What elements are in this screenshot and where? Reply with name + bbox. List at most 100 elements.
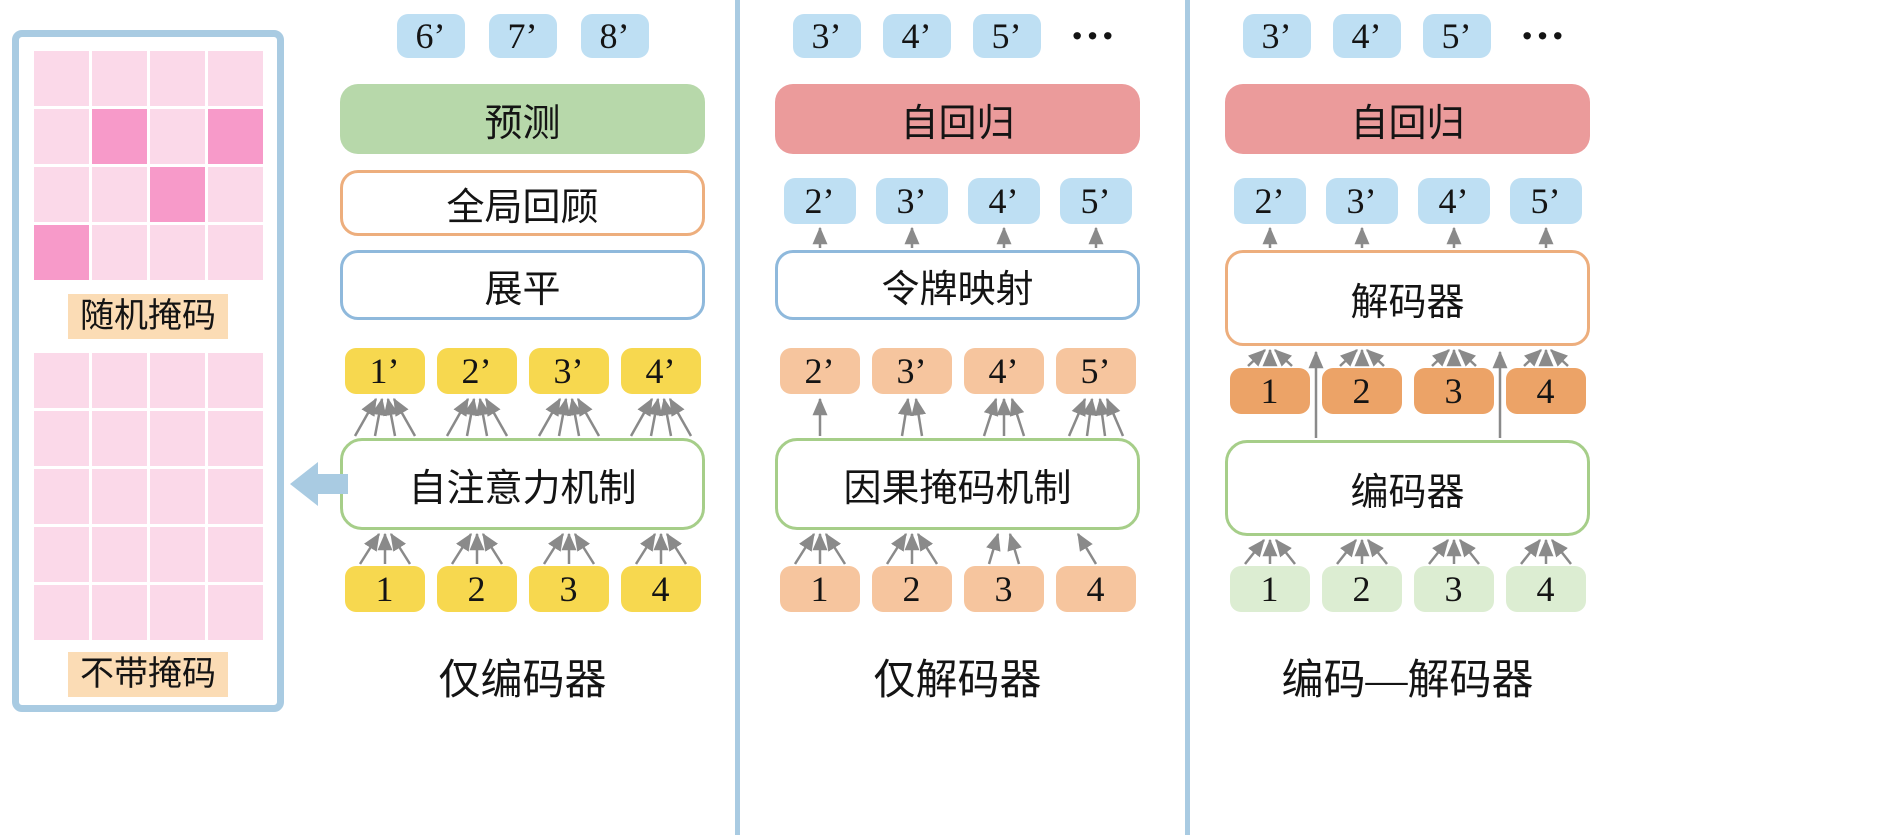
token: 3’ xyxy=(871,348,952,394)
token: 5’ xyxy=(1422,14,1491,58)
token: 2’ xyxy=(436,348,517,394)
grid-cell xyxy=(91,167,147,222)
global-review-box: 全局回顾 xyxy=(340,170,705,236)
token: 2 xyxy=(871,566,952,612)
grid-cell xyxy=(149,167,205,222)
shifted-token-row: 2’ 3’ 4’ 5’ xyxy=(1225,178,1590,224)
autoregressive-box: 自回归 xyxy=(1225,84,1590,154)
grid-cell xyxy=(149,469,205,525)
token: 3’ xyxy=(528,348,609,394)
grid-cell xyxy=(207,167,263,222)
column-caption: 仅解码器 xyxy=(873,658,1042,704)
random-mask-label: 随机掩码 xyxy=(68,294,228,340)
grid-cell xyxy=(91,585,147,641)
token: 5’ xyxy=(1055,348,1136,394)
grid-cell xyxy=(207,109,263,164)
grid-cell xyxy=(91,527,147,583)
token: 4 xyxy=(1055,566,1136,612)
token: 1 xyxy=(1229,566,1310,612)
token: 3 xyxy=(1413,566,1494,612)
token: 3 xyxy=(963,566,1044,612)
grid-cell xyxy=(33,585,89,641)
token: 2 xyxy=(1321,368,1402,414)
token: 2’ xyxy=(779,348,860,394)
grid-cell xyxy=(91,411,147,467)
grid-cell xyxy=(33,411,89,467)
autoregressive-box: 自回归 xyxy=(775,84,1140,154)
decoder-output-token-row: 2’ 3’ 4’ 5’ xyxy=(775,348,1140,394)
grid-cell xyxy=(33,167,89,222)
token: 5’ xyxy=(1059,178,1132,224)
causal-mask-box: 因果掩码机制 xyxy=(775,438,1140,530)
mask-legend-panel: 随机掩码 不带掩码 xyxy=(12,30,284,712)
self-attention-box: 自注意力机制 xyxy=(340,438,705,530)
no-mask-label: 不带掩码 xyxy=(68,652,228,698)
encoder-box: 编码器 xyxy=(1225,440,1590,536)
column-divider xyxy=(1185,0,1190,835)
grid-cell xyxy=(33,51,89,106)
grid-cell xyxy=(207,469,263,525)
token: 4’ xyxy=(1332,14,1401,58)
column-divider xyxy=(735,0,740,835)
decoder-box: 解码器 xyxy=(1225,250,1590,346)
grid-cell xyxy=(33,527,89,583)
shifted-token-row: 2’ 3’ 4’ 5’ xyxy=(775,178,1140,224)
grid-cell xyxy=(149,225,205,280)
token: 1’ xyxy=(344,348,425,394)
decoder-input-token-row: 1 2 3 4 xyxy=(775,566,1140,612)
token: 6’ xyxy=(396,14,465,58)
token: 2 xyxy=(436,566,517,612)
grid-cell xyxy=(207,353,263,409)
token: 1 xyxy=(1229,368,1310,414)
token: 4 xyxy=(1505,368,1586,414)
encoder-only-column: 6’ 7’ 8’ 预测 全局回顾 展平 1’ 2’ 3’ 4’ 自注意力机制 1… xyxy=(340,0,705,835)
grid-cell xyxy=(207,585,263,641)
prediction-box: 预测 xyxy=(340,84,705,154)
token: 5’ xyxy=(1509,178,1582,224)
token: 7’ xyxy=(488,14,557,58)
token: 8’ xyxy=(580,14,649,58)
grid-cell xyxy=(149,51,205,106)
token: 4’ xyxy=(620,348,701,394)
token: 4’ xyxy=(1417,178,1490,224)
token: 2 xyxy=(1321,566,1402,612)
ellipsis: ··· xyxy=(1069,10,1116,61)
token: 1 xyxy=(344,566,425,612)
grid-cell xyxy=(149,411,205,467)
grid-cell xyxy=(149,109,205,164)
column-caption: 编码—解码器 xyxy=(1281,658,1534,704)
token: 4’ xyxy=(963,348,1044,394)
predicted-token-row: 6’ 7’ 8’ xyxy=(340,14,705,58)
predicted-token-row: 3’ 4’ 5’ ··· xyxy=(775,10,1140,61)
token: 3’ xyxy=(1242,14,1311,58)
token: 3’ xyxy=(792,14,861,58)
random-mask-grid xyxy=(33,51,263,280)
grid-cell xyxy=(33,225,89,280)
flatten-box: 展平 xyxy=(340,250,705,320)
grid-cell xyxy=(91,225,147,280)
token-map-box: 令牌映射 xyxy=(775,250,1140,320)
grid-cell xyxy=(207,527,263,583)
token: 2’ xyxy=(783,178,856,224)
decoder-input-token-row: 1 2 3 4 xyxy=(1225,368,1590,414)
encoder-output-token-row: 1’ 2’ 3’ 4’ xyxy=(340,348,705,394)
encoder-input-token-row: 1 2 3 4 xyxy=(340,566,705,612)
grid-cell xyxy=(149,353,205,409)
token: 3’ xyxy=(1325,178,1398,224)
predicted-token-row: 3’ 4’ 5’ ··· xyxy=(1225,13,1590,59)
grid-cell xyxy=(207,51,263,106)
token: 4 xyxy=(1505,566,1586,612)
token: 2’ xyxy=(1233,178,1306,224)
grid-cell xyxy=(149,585,205,641)
token: 4 xyxy=(620,566,701,612)
token: 5’ xyxy=(972,14,1041,58)
grid-cell xyxy=(33,353,89,409)
token: 1 xyxy=(779,566,860,612)
grid-cell xyxy=(149,527,205,583)
token: 3 xyxy=(1413,368,1494,414)
grid-cell xyxy=(91,109,147,164)
token: 4’ xyxy=(882,14,951,58)
decoder-only-column: 3’ 4’ 5’ ··· 自回归 2’ 3’ 4’ 5’ 令牌映射 2’ 3’ … xyxy=(775,0,1140,835)
grid-cell xyxy=(91,51,147,106)
